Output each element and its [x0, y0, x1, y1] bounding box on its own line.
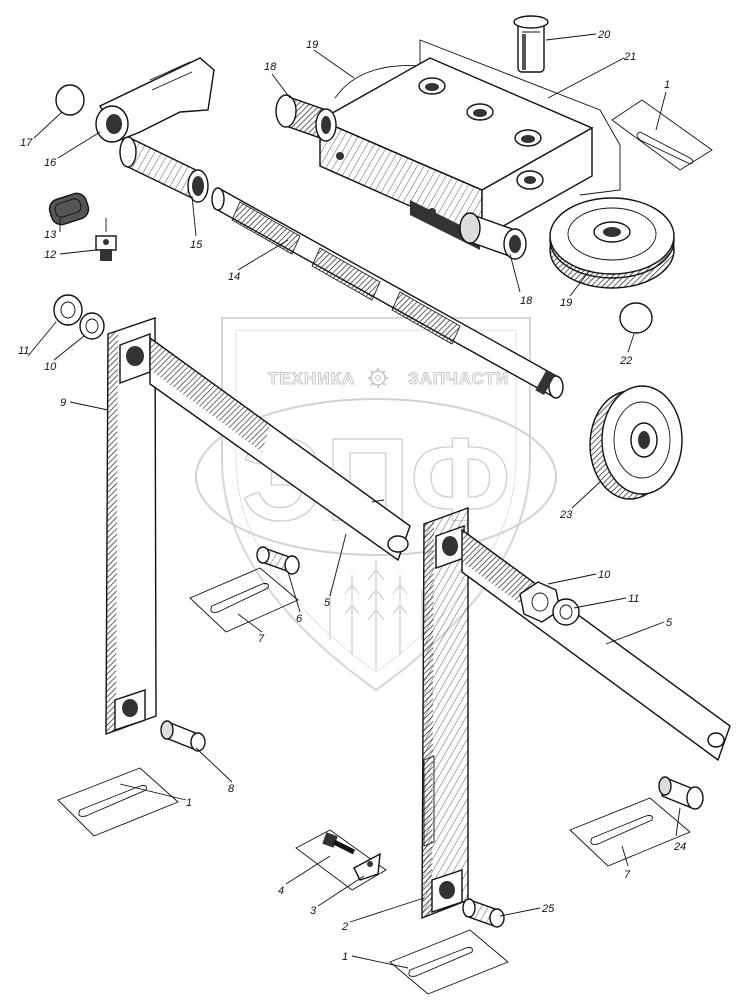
part-1-cotter-top	[611, 99, 713, 171]
part-16-bracket	[95, 57, 215, 143]
part-4-bolt	[295, 829, 387, 891]
label-1-top: 1	[664, 79, 670, 91]
label-23: 23	[559, 509, 573, 521]
part-2-lever-right	[421, 507, 469, 920]
part-12-nipple	[95, 218, 117, 261]
label-25: 25	[541, 903, 555, 915]
part-number-labels: 20 21 19 18 1 17 16 13 12 15 14 18 19 22…	[18, 29, 686, 963]
label-3: 3	[310, 905, 317, 917]
watermark-text-left: ТЕХНИКА	[268, 369, 355, 388]
label-11-left: 11	[18, 345, 29, 357]
part-3-washer	[353, 852, 381, 881]
part-15-sleeve	[119, 136, 209, 203]
part-13-key	[48, 192, 90, 226]
label-2: 2	[341, 921, 348, 933]
label-13: 13	[44, 229, 57, 241]
label-19-right: 19	[560, 297, 572, 309]
label-12: 12	[44, 249, 56, 261]
label-6: 6	[296, 613, 303, 625]
part-20-pin	[513, 15, 549, 73]
part-24-pin	[658, 776, 704, 810]
part-10-nut-left	[79, 312, 105, 340]
label-4: 4	[278, 885, 284, 897]
label-7-left: 7	[258, 633, 265, 645]
part-9-lever-left	[105, 317, 157, 735]
part-25-pin	[462, 898, 505, 928]
watermark-shield	[221, 317, 531, 692]
label-9: 9	[60, 397, 66, 409]
part-7-cotter-right	[569, 797, 691, 867]
part-11-washer-right	[552, 598, 580, 626]
part-11-washer-left	[53, 294, 83, 326]
part-5-arm-left	[149, 336, 411, 562]
label-17: 17	[20, 137, 33, 149]
part-8-pin	[160, 720, 206, 752]
label-1-left: 1	[186, 797, 192, 809]
watermark-oval	[195, 398, 557, 556]
part-18-bushing-left	[275, 94, 337, 142]
part-17-ring	[55, 84, 85, 116]
label-18-left: 18	[264, 61, 277, 73]
label-22: 22	[619, 355, 632, 367]
label-24: 24	[673, 841, 686, 853]
label-1-bottom: 1	[342, 951, 348, 963]
label-15: 15	[190, 239, 203, 251]
label-14: 14	[228, 271, 240, 283]
gear-icon	[368, 368, 388, 388]
leader-lines	[27, 33, 681, 969]
label-10-left: 10	[44, 361, 57, 373]
label-19-top: 19	[306, 39, 318, 51]
part-1-cotter-bottom	[389, 929, 509, 995]
watermark-text-right: ЗАПЧАСТИ	[408, 369, 509, 388]
part-18-bushing-right	[459, 212, 527, 260]
label-11-right: 11	[628, 593, 639, 605]
part-1-cotter-left	[57, 767, 179, 837]
part-6-pin	[256, 546, 300, 575]
label-5-right: 5	[666, 617, 673, 629]
watermark-wheat	[329, 560, 423, 670]
part-5-arm-right	[461, 528, 731, 762]
part-22-ring	[619, 302, 653, 334]
label-20: 20	[597, 29, 611, 41]
part-14-shaft	[211, 187, 564, 399]
watermark-shield-inner	[235, 329, 517, 673]
part-19-pulley	[549, 197, 675, 289]
label-21: 21	[623, 51, 636, 63]
label-7-right: 7	[624, 869, 631, 881]
label-5-left: 5	[324, 597, 331, 609]
part-23-roller	[589, 385, 683, 500]
label-16: 16	[44, 157, 57, 169]
label-8: 8	[228, 783, 235, 795]
label-18-right: 18	[520, 295, 533, 307]
label-10-right: 10	[598, 569, 611, 581]
part-7-cotter-left	[189, 567, 299, 633]
